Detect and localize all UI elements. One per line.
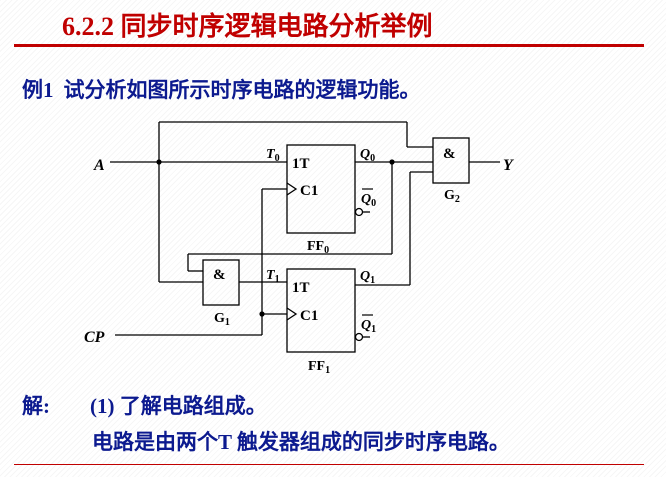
ff1-name: FF [308,359,325,374]
svg-text:T1: T1 [266,268,280,285]
output-y-label: Y [503,157,514,174]
svg-text:Q0: Q0 [361,192,376,209]
slide-title: 6.2.2 同步时序逻辑电路分析举例 [62,12,433,41]
title-underline [14,44,644,47]
ff1-qbar-label: Q [361,318,371,333]
ff0-qbar-label: Q [361,192,371,207]
g1-symbol: & [213,267,226,283]
example-statement: 例1 试分析如图所示时序电路的逻辑功能。 [22,74,421,104]
ff0-t-sub: 0 [275,153,280,164]
ff1-qbar-bubble [354,332,364,342]
ff0-qbar-bubble [354,207,364,217]
ff0-name: FF [307,239,324,254]
junction-q0 [389,159,395,165]
solution-label: 解: [22,394,50,418]
svg-text:FF0: FF0 [307,239,329,256]
ff0-qbar-sub: 0 [371,198,376,209]
ff1-name-sub: 1 [325,365,330,376]
input-a-label: A [93,157,105,174]
ff1-clock-triangle [286,307,298,321]
junction-cp [259,311,265,317]
svg-text:T0: T0 [266,147,280,164]
ff1-t-pin: 1T [292,280,310,296]
example-text: 试分析如图所示时序电路的逻辑功能。 [63,78,421,102]
step-1-text: (1) 了解电路组成。 [90,394,267,418]
ff1-t-sub: 1 [275,274,280,285]
svg-text:Q1: Q1 [360,269,375,286]
input-cp-label: CP [84,329,105,346]
solution-step-1: 解: (1) 了解电路组成。 [22,390,267,420]
title-underline-thin [520,46,644,47]
bottom-rule [14,464,644,465]
ff0-q-label: Q [360,147,370,162]
g2-sub: 2 [455,194,460,205]
g2-symbol: & [443,146,456,162]
ff1-qbar-sub: 1 [371,324,376,335]
ff0-q-sub: 0 [370,153,375,164]
ff0-t-label: T [266,147,276,162]
circuit-description: 电路是由两个T 触发器组成的同步时序电路。 [92,430,510,454]
g1-name: G [214,311,225,326]
svg-text:FF1: FF1 [308,359,330,376]
g2-name: G [444,188,455,203]
svg-text:Q0: Q0 [360,147,375,164]
ff1-t-label: T [266,268,276,283]
svg-text:G1: G1 [214,311,230,328]
ff1-box [286,268,356,353]
ff1-q-label: Q [360,269,370,284]
svg-text:Q1: Q1 [361,318,376,335]
ff0-name-sub: 0 [324,245,329,256]
ff1-q-sub: 1 [370,275,375,286]
ff0-c-pin: C1 [300,183,318,199]
g1-sub: 1 [225,317,230,328]
ff1-c-pin: C1 [300,308,318,324]
g2-gate [432,137,470,184]
ff0-t-pin: 1T [292,156,310,172]
svg-text:G2: G2 [444,188,460,205]
ff0-clock-triangle [286,182,298,196]
junction-a [156,159,162,165]
example-label: 例1 [22,78,54,102]
